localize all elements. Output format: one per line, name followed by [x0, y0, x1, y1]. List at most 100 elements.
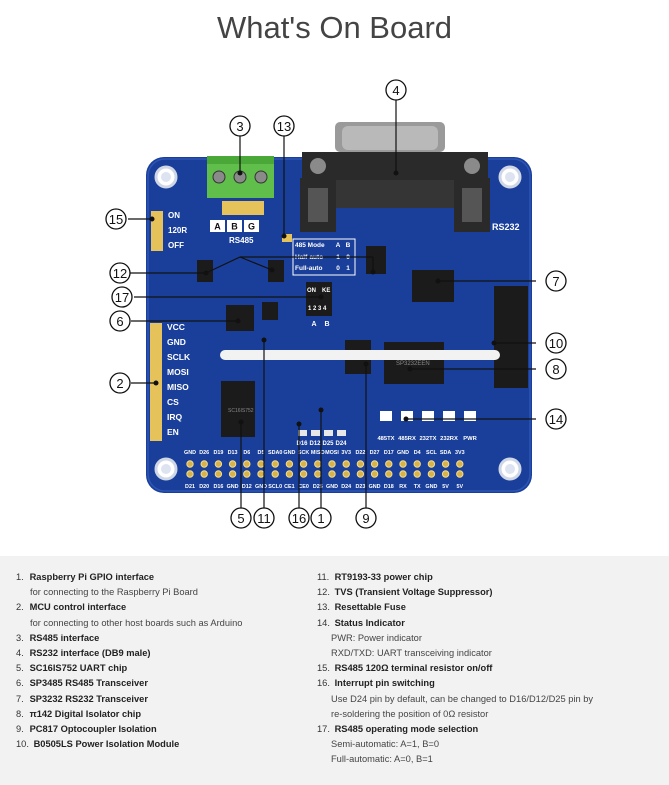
gpio-hole — [257, 470, 265, 478]
gpio-hole — [271, 460, 279, 468]
callout-circle — [288, 507, 310, 529]
callout-circle — [253, 507, 275, 529]
gpio-bottom-label: RX — [399, 484, 407, 490]
callout-15: 15 — [105, 208, 127, 230]
gpio-top-label: D5 — [258, 450, 265, 456]
legend-item-title: RT9193-33 power chip — [332, 572, 433, 582]
gpio-hole — [356, 470, 365, 478]
legend-item: 8. π142 Digital Isolator chip — [16, 707, 306, 722]
legend-item-number: 15. — [317, 663, 330, 674]
legend-item-detail: Use D24 pin by default, can be changed t… — [331, 693, 594, 704]
callout-number: 13 — [277, 119, 291, 134]
header-pin-label: VCC — [167, 322, 185, 332]
callout-number: 14 — [549, 412, 563, 427]
legend-item: 9. PC817 Optocoupler Isolation — [16, 722, 306, 737]
callout-number: 15 — [109, 212, 123, 227]
callout-circle — [545, 408, 567, 430]
led-label: 485TX — [377, 436, 394, 442]
dip-ke-label: KE — [322, 288, 330, 294]
gpio-hole — [200, 470, 208, 478]
legend-item: 15. RS485 120Ω terminal resistor on/off — [317, 661, 662, 676]
header-pin-label: CS — [167, 397, 179, 407]
gpio-hole — [328, 460, 336, 468]
gpio-top-label: MOSI — [325, 450, 339, 456]
legend-item: 4. RS232 interface (DB9 male) — [16, 646, 306, 661]
gpio-bottom-label: GND — [227, 484, 239, 490]
gpio-bottom-label: GND — [369, 484, 381, 490]
callout-number: 17 — [115, 290, 129, 305]
legend-item-number: 6. — [16, 678, 24, 689]
gpio-top-label: SCL — [426, 450, 437, 456]
header-pin-label: MISO — [167, 382, 189, 392]
header-pin-label: SCLK — [167, 352, 191, 362]
mode-table-col: A — [336, 242, 341, 249]
gpio-hole — [427, 460, 436, 468]
callout-circle — [109, 372, 131, 394]
callout-number: 6 — [116, 314, 123, 329]
callout-circle — [545, 270, 567, 292]
irq-resistor-pad — [311, 430, 320, 436]
led-label: 232RX — [440, 436, 458, 442]
callout-circle — [545, 358, 567, 380]
legend-item-detail: Semi-automatic: A=1, B=0 — [331, 739, 440, 750]
callout-11: 11 — [253, 507, 275, 529]
gpio-bottom-label: CE1 — [284, 484, 295, 490]
sc16is752-chip-label: SC16IS752 — [228, 408, 254, 414]
callout-10: 10 — [545, 332, 567, 354]
gpio-bottom-label: D21 — [185, 484, 195, 490]
legend-item: 16. Interrupt pin switching — [317, 676, 662, 691]
callout-circle — [355, 507, 377, 529]
legend-item-detail: for connecting to the Raspberry Pi Board — [30, 587, 198, 598]
callout-4: 4 — [385, 79, 407, 101]
callout-2: 2 — [109, 372, 131, 394]
callout-17: 17 — [111, 286, 133, 308]
gpio-top-label: D13 — [228, 450, 238, 456]
callout-number: 4 — [392, 83, 399, 98]
gpio-hole — [385, 470, 393, 478]
callout-number: 8 — [552, 362, 559, 377]
legend-item: 10. B0505LS Power Isolation Module — [16, 737, 306, 752]
callout-circle — [545, 332, 567, 354]
irq-label: D25 — [322, 441, 334, 447]
callout-number: 3 — [236, 119, 243, 134]
callout-circle — [109, 262, 131, 284]
switch-label: OFF — [168, 241, 184, 250]
legend-item-number: 7. — [16, 693, 24, 704]
legend-item-title: Resettable Fuse — [332, 602, 406, 613]
callout-6: 6 — [109, 310, 131, 332]
legend-item-title: Raspberry Pi GPIO interface — [27, 572, 155, 582]
header-pin-label: MOSI — [167, 367, 189, 377]
legend-item-title: RS485 interface — [27, 632, 100, 643]
gpio-hole — [214, 460, 223, 468]
switch-label: ON — [168, 211, 180, 220]
callout-number: 12 — [113, 266, 127, 281]
gpio-top-label: 3V3 — [341, 450, 351, 456]
gpio-hole — [413, 470, 421, 478]
gpio-top-label: GND — [283, 450, 295, 456]
dip-on-label: ON — [307, 288, 316, 294]
terminal-label-box — [244, 220, 259, 232]
legend-item-detail: re-soldering the position of 0Ω resistor — [331, 708, 489, 719]
callout-14: 14 — [545, 408, 567, 430]
gpio-hole — [299, 460, 308, 468]
gpio-bottom-label: D16 — [213, 484, 223, 490]
gpio-top-label: SCK — [298, 450, 309, 456]
gpio-top-label: GND — [397, 450, 409, 456]
legend-item-number: 10. — [16, 739, 29, 750]
gpio-hole — [456, 460, 464, 468]
legend-item: 3. RS485 interface — [16, 631, 306, 646]
db9-connector — [300, 122, 490, 232]
page-title: What's On Board — [216, 10, 453, 45]
gpio-bottom-label: D20 — [199, 484, 209, 490]
irq-resistor-pad — [298, 430, 307, 436]
rs485-caption: RS485 — [229, 236, 254, 245]
legend-item-number: 12. — [317, 587, 330, 598]
dip-switch — [306, 282, 332, 316]
gpio-bottom-label: D18 — [384, 484, 394, 490]
callout-5: 5 — [230, 507, 252, 529]
sc16is752-chip — [221, 381, 255, 437]
legend-item-number: 13. — [317, 602, 330, 613]
gpio-top-label: GND — [184, 450, 196, 456]
